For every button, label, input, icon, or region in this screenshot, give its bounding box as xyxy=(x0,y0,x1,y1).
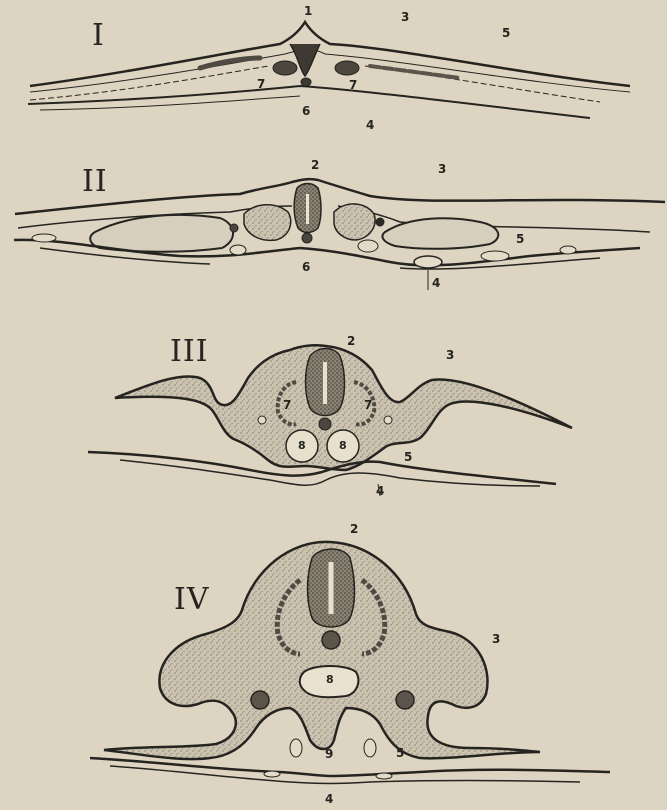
section-1-notochord xyxy=(301,78,311,86)
section-4-notochord xyxy=(322,631,340,649)
section-1-right-streak xyxy=(370,66,460,78)
section-3-label-5: 5 xyxy=(404,450,412,464)
section-2-vessel-6 xyxy=(560,246,576,254)
section-2-somite-left xyxy=(244,205,291,241)
section-2-somite-right xyxy=(334,204,375,240)
section-3-vessel-right xyxy=(384,416,392,424)
section-3-roman-numeral: III xyxy=(170,334,209,369)
section-3-label-7-left: 7 xyxy=(283,398,291,412)
section-2-coelom-left xyxy=(90,215,233,252)
section-2-label-4: 4 xyxy=(432,276,440,290)
section-1-label-5: 5 xyxy=(502,26,510,40)
section-3-label-3: 3 xyxy=(446,348,454,362)
section-4-vessel-3 xyxy=(264,771,280,777)
section-1-mesoderm-left xyxy=(30,66,268,100)
section-3-label-8-right: 8 xyxy=(339,439,347,452)
section-2-notochord xyxy=(302,233,312,243)
section-4-aorta-left xyxy=(251,691,269,709)
section-3-label-8-left: 8 xyxy=(298,439,306,452)
section-4-label-8: 8 xyxy=(326,673,334,686)
section-4-label-9: 9 xyxy=(325,747,333,761)
section-1-label-6: 6 xyxy=(302,104,310,118)
section-4-aorta-right xyxy=(396,691,414,709)
section-4-vessel-2 xyxy=(364,739,376,757)
section-3-label-7-right: 7 xyxy=(364,398,372,412)
section-1-label-1: 1 xyxy=(304,4,312,18)
section-3-vessel-left xyxy=(258,416,266,424)
section-4-roman-numeral: IV xyxy=(174,582,210,617)
section-1-roman-numeral: I xyxy=(92,18,105,53)
section-1-somite-right xyxy=(335,61,359,75)
section-4-label-4: 4 xyxy=(325,792,333,806)
section-3-notochord xyxy=(319,418,331,430)
section-2-coelom-right xyxy=(382,218,498,248)
section-2-aorta-right xyxy=(376,218,384,226)
section-2-roman-numeral: II xyxy=(82,164,108,199)
section-4-label-5: 5 xyxy=(396,746,404,760)
section-1-left-streak xyxy=(200,58,260,68)
section-2-vessel-1 xyxy=(32,234,56,242)
section-3-label-2: 2 xyxy=(347,334,355,348)
section-1-label-4: 4 xyxy=(366,118,374,132)
section-3-label-4: 4 xyxy=(376,484,384,498)
section-1-endoderm-lower xyxy=(40,96,300,110)
section-2-label-3: 3 xyxy=(438,162,446,176)
section-1-label-7-left: 7 xyxy=(257,77,265,91)
section-1-label-7-right: 7 xyxy=(349,78,357,92)
section-1-label-3: 3 xyxy=(401,10,409,24)
section-3-diagram xyxy=(88,345,572,496)
section-2-aorta-left xyxy=(230,224,238,232)
section-1-diagram xyxy=(28,22,630,118)
section-2-vessel-4 xyxy=(414,256,442,268)
section-2-vessel-3 xyxy=(358,240,378,252)
section-4-endoderm xyxy=(90,758,610,776)
section-4-vessel-1 xyxy=(290,739,302,757)
section-2-label-2: 2 xyxy=(311,158,319,172)
section-2-label-5: 5 xyxy=(516,232,524,246)
section-2-vessel-5 xyxy=(481,251,509,261)
section-2-diagram xyxy=(14,179,665,290)
section-1-ectoderm-inner xyxy=(30,49,630,92)
section-4-label-2: 2 xyxy=(350,522,358,536)
section-4-diagram xyxy=(90,542,610,784)
section-2-vessel-2 xyxy=(230,245,246,255)
section-4-vessel-4 xyxy=(376,773,392,779)
section-4-label-3: 3 xyxy=(492,632,500,646)
section-2-label-6: 6 xyxy=(302,260,310,274)
section-1-somite-left xyxy=(273,61,297,75)
